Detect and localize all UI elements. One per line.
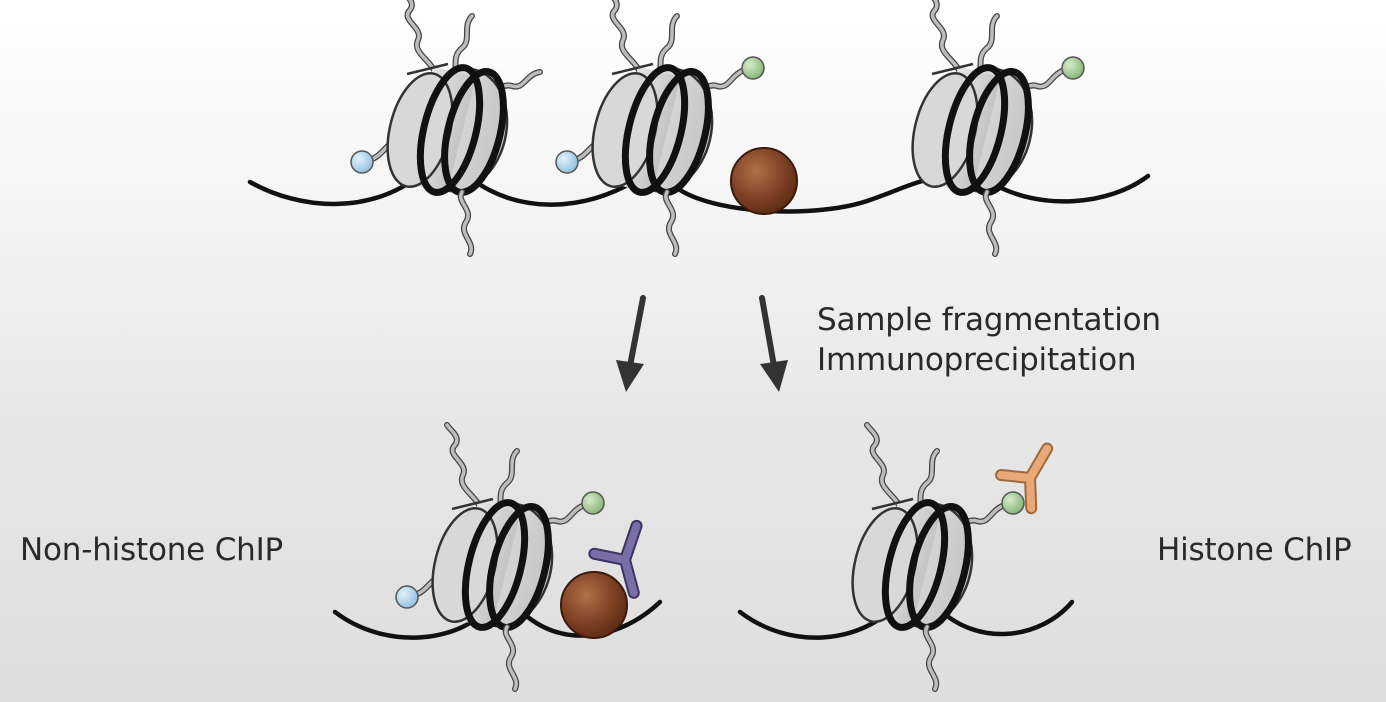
nucleosome-icon [351,0,540,254]
nucleosome-icon [396,425,604,689]
histone-fragment [737,425,1075,689]
nucleosome-icon [902,0,1084,254]
antibody-icon [588,519,643,599]
arrow-down-icon [759,295,788,392]
protein-icon [560,571,628,639]
nucleosome-icon [556,0,764,254]
nucleosome-icon [842,425,1024,689]
non-histone-chip-label: Non-histone ChIP [20,532,284,568]
histone-chip-label: Histone ChIP [1157,532,1352,568]
chromatin-fiber [247,0,1151,254]
step-label-fragmentation: Sample fragmentation [817,302,1161,338]
arrow-down-icon [616,295,646,392]
protein-icon [730,147,798,215]
dna-strand [247,172,1151,214]
step-label-immunoprecipitation: Immunoprecipitation [817,342,1137,378]
non-histone-fragment [332,425,663,689]
antibody-icon [995,442,1054,515]
step-label: Sample fragmentation Immunoprecipitation [817,300,1161,380]
